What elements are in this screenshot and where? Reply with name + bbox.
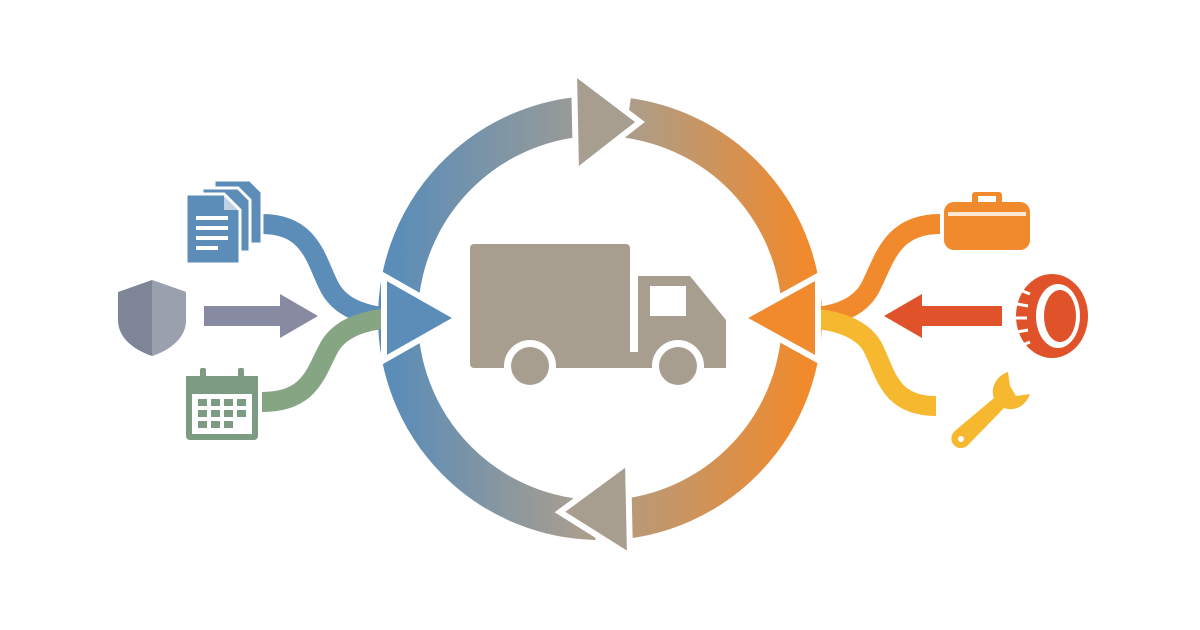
left-connector-calendar [261,308,401,412]
cycle-arc-top [377,95,611,319]
shield-icon [118,280,186,356]
right-connector-wrench [799,308,937,416]
cycle-arrowhead-top [570,65,645,179]
left-merge-arrowhead [381,270,465,366]
delivery-truck-icon [470,244,726,392]
documents-icon [184,178,264,266]
tire-icon [1016,274,1088,358]
calendar-icon [186,368,258,440]
wrench-icon [951,372,1030,449]
shield-arrow [204,294,318,338]
cycle-arc-bottom [610,317,823,540]
tire-arrow [884,294,1002,338]
cycle-arrowhead-bottom [554,456,634,562]
cycle-arc-bottom-left [378,317,597,540]
cycle-arc-top-right [624,98,822,319]
right-merge-arrowhead [735,270,821,366]
cycle-ring [377,65,823,562]
fuel-tank-icon [944,192,1030,250]
right-connectors [799,214,941,416]
